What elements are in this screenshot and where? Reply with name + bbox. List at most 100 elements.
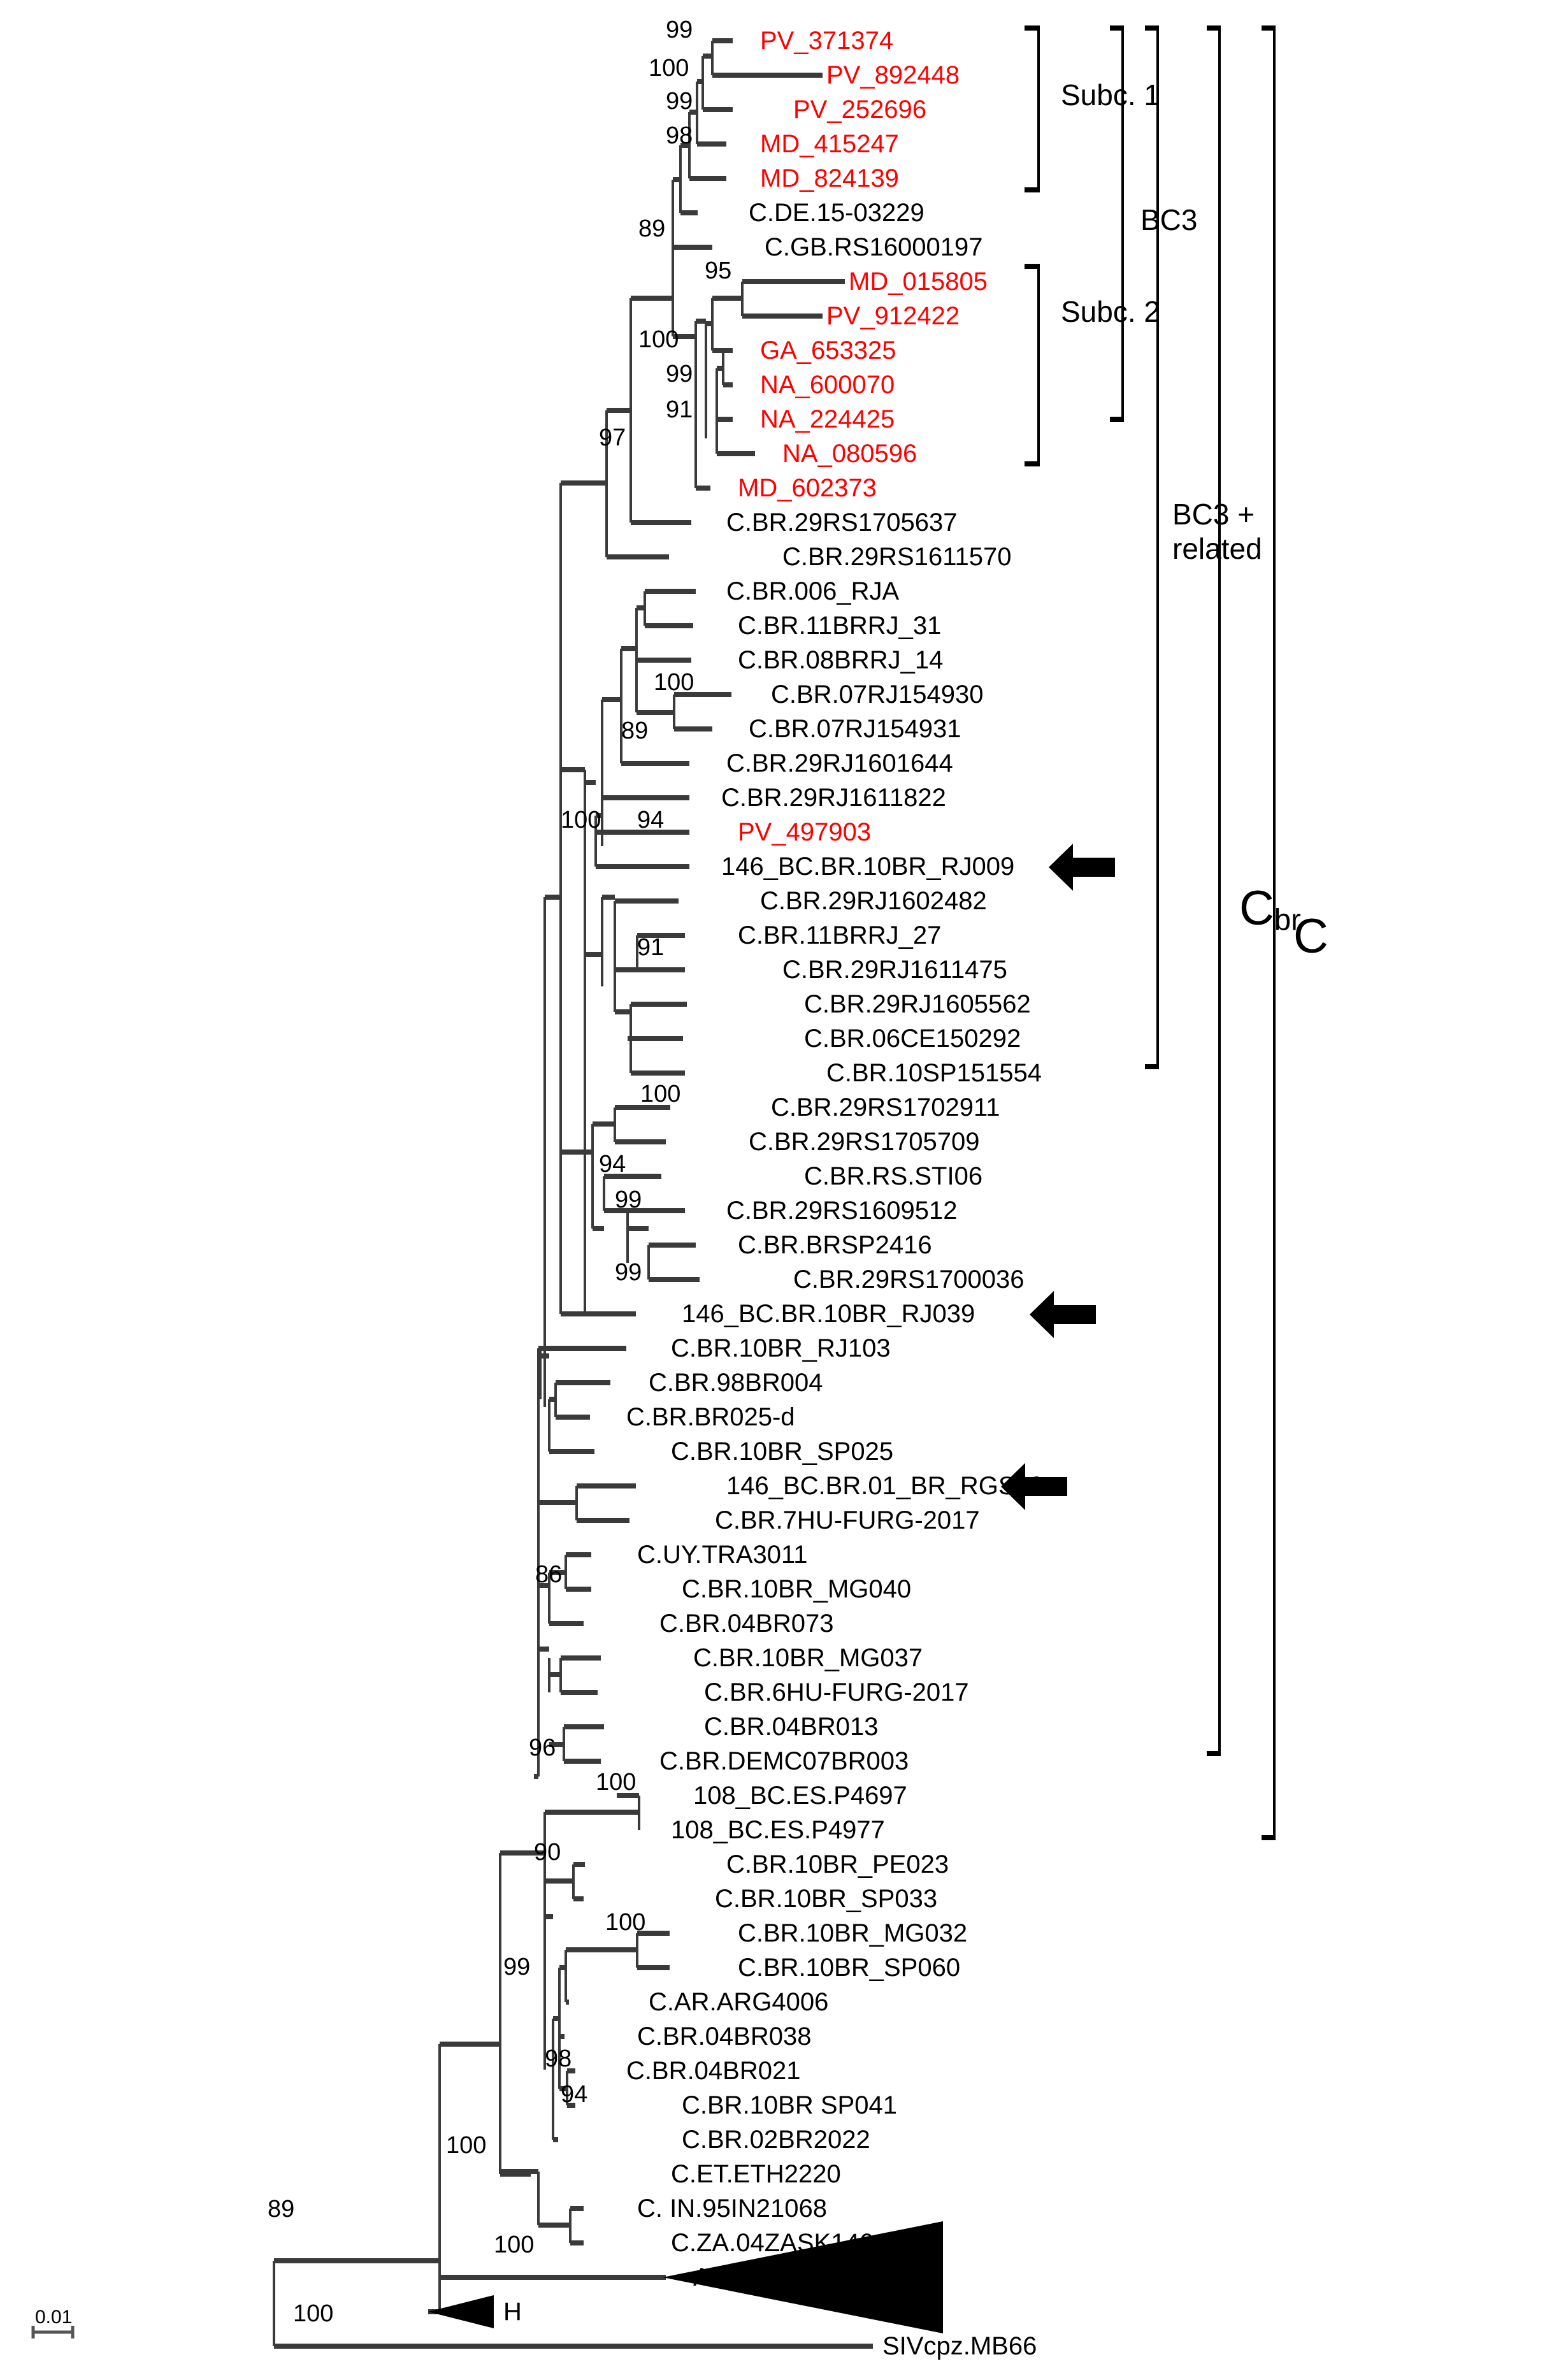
taxon-label: C.UY.TRA3011 (637, 1541, 808, 1569)
bootstrap-value: 99 (503, 1954, 531, 1980)
group-label-bc3-related: BC3 + related (1172, 498, 1262, 566)
taxon-label: C.BR.08BRRJ_14 (738, 646, 944, 674)
taxon-label: C.BR.11BRRJ_27 (738, 921, 942, 949)
taxon-label: C.BR.06CE150292 (804, 1025, 1021, 1053)
taxon-label: C.BR.10BR SP041 (682, 2091, 897, 2119)
taxon-label: C.BR.7HU-FURG-2017 (715, 1506, 980, 1534)
taxon-label: C.BR.04BR073 (659, 1610, 834, 1638)
taxon-label: C.BR.29RJ1601644 (726, 749, 953, 777)
taxon-label: C.BR.04BR013 (704, 1713, 879, 1741)
bootstrap-value: 91 (666, 396, 693, 423)
taxon-label: C.BR.BR025-d (626, 1403, 795, 1431)
taxon-label: C.ET.ETH2220 (671, 2160, 841, 2188)
bootstrap-value: 99 (666, 17, 693, 43)
bootstrap-value: 99 (615, 1259, 642, 1286)
taxon-label: C.BR.10BR_RJ103 (671, 1334, 891, 1362)
taxon-label: GA_653325 (760, 336, 896, 364)
bootstrap-value: 100 (596, 1769, 637, 1796)
taxon-label: C.BR.DEMC07BR003 (659, 1747, 909, 1775)
bootstrap-value: 100 (605, 1909, 646, 1936)
taxon-label: C.BR.10SP151554 (826, 1059, 1042, 1087)
taxon-label: A-G,J,K (693, 2263, 783, 2291)
taxon-label: PV_497903 (738, 818, 872, 846)
bracket-subc1 (1025, 25, 1040, 192)
taxon-label: 146_BC.BR.10BR_RJ009 (721, 853, 1015, 881)
taxon-label: C.BR.11BRRJ_31 (738, 612, 942, 640)
taxon-label: C.BR.29RS1705709 (749, 1128, 980, 1156)
taxon-label: C.BR.10BR_MG032 (738, 1919, 968, 1947)
bootstrap-value: 89 (268, 2196, 295, 2223)
taxon-label: C.BR.29RJ1602482 (760, 887, 987, 915)
taxon-label: C. IN.95IN21068 (637, 2195, 827, 2223)
bracket-cbr (1207, 25, 1221, 1756)
bootstrap-value: 100 (446, 2132, 487, 2159)
taxon-label: C.BR.29RS1611570 (782, 543, 1012, 571)
group-label-subc-2: Subc. 2 (1061, 295, 1160, 328)
taxon-label: C.BR.29RJ1611475 (782, 956, 1007, 984)
taxon-label: C.BR.RS.STI06 (804, 1162, 983, 1190)
taxon-label: 146_BC.BR.10BR_RJ039 (682, 1300, 975, 1328)
bootstrap-value: 99 (615, 1186, 642, 1213)
taxon-label: PV_912422 (826, 302, 960, 330)
taxon-label: C.BR.6HU-FURG-2017 (704, 1678, 969, 1706)
bootstrap-value: 100 (654, 669, 694, 696)
bootstrap-value: 100 (494, 2231, 535, 2258)
group-label-bc3: BC3 (1140, 203, 1198, 236)
taxon-label: C.BR.29RS1609512 (726, 1197, 958, 1225)
taxon-label: MD_602373 (738, 474, 877, 502)
bracket-bc3-related (1145, 25, 1159, 1069)
taxon-label: MD_415247 (760, 130, 899, 158)
bootstrap-value: 94 (561, 2081, 588, 2108)
taxon-label: NA_224425 (760, 405, 895, 433)
bootstrap-value: 100 (293, 2300, 334, 2327)
taxon-label: C.BR.10BR_PE023 (726, 1850, 949, 1878)
taxon-label: C.BR.04BR038 (637, 2022, 812, 2050)
group-label-c: C (1293, 909, 1328, 963)
taxon-label: C.BR.29RS1702911 (771, 1093, 1000, 1121)
bracket-bc3 (1110, 25, 1124, 422)
bootstrap-value: 89 (638, 215, 666, 242)
taxon-label: MD_824139 (760, 164, 899, 192)
bootstrap-value: 90 (534, 1839, 561, 1866)
bootstrap-value: 86 (535, 1561, 563, 1588)
taxon-label: C.ZA.04ZASK146 (671, 2229, 874, 2257)
bootstrap-value: 95 (705, 257, 732, 284)
group-label-subc-1: Subc. 1 (1061, 78, 1160, 112)
bootstrap-value: 100 (638, 326, 679, 353)
taxon-label: C.DE.15-03229 (749, 199, 924, 227)
taxon-label: C.BR.07RJ154930 (771, 681, 984, 709)
bracket-c (1262, 25, 1276, 1840)
taxon-label: PV_892448 (826, 61, 960, 89)
bootstrap-value: 99 (666, 88, 693, 115)
bootstrap-value: 100 (640, 1081, 681, 1107)
bootstrap-value: 100 (561, 807, 601, 833)
taxon-label: C.BR.006_RJA (726, 577, 900, 605)
bracket-subc2 (1025, 264, 1040, 466)
taxon-label: C.BR.29RS1705637 (726, 508, 958, 537)
taxon-label: 108_BC.ES.P4697 (693, 1782, 907, 1810)
taxon-label: C.BR.10BR_SP025 (671, 1438, 894, 1466)
bootstrap-value: 98 (545, 2045, 572, 2072)
bootstrap-value: 96 (529, 1734, 556, 1761)
bootstrap-value: 89 (621, 717, 649, 744)
taxon-label: SIVcpz.MB66 (882, 2332, 1037, 2360)
taxon-label: C.BR.10BR_SP033 (715, 1885, 938, 1913)
bootstrap-value: 94 (599, 1151, 626, 1178)
bootstrap-value: 99 (666, 361, 693, 387)
bootstrap-value: 100 (649, 55, 689, 82)
scale-bar-label: 0.01 (35, 2307, 73, 2328)
taxon-label: C.GB.RS16000197 (765, 233, 983, 261)
taxon-label: C.BR.29RJ1611822 (721, 784, 946, 812)
taxon-label: 108_BC.ES.P4977 (671, 1816, 885, 1844)
bootstrap-value: 97 (599, 424, 626, 451)
taxon-label: C.BR.04BR021 (626, 2057, 801, 2085)
taxon-label: NA_600070 (760, 371, 895, 399)
bootstrap-value: 91 (637, 934, 665, 961)
taxon-label: C.AR.ARG4006 (649, 1988, 829, 2016)
taxon-label: PV_252696 (793, 96, 927, 124)
